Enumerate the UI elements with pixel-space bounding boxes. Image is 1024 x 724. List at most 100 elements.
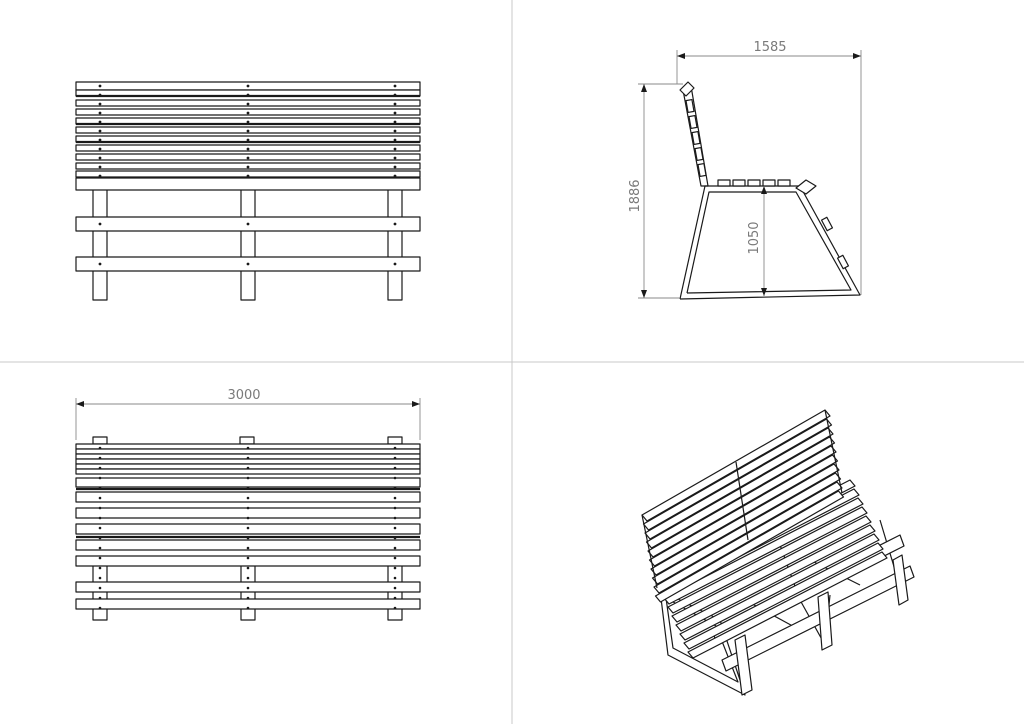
dim-seat-height-label: 1050: [747, 221, 762, 254]
front-screw-dot: [98, 111, 102, 115]
top-screw-dot: [393, 526, 397, 530]
top-screw-dot: [246, 556, 250, 560]
iso-seat-slat: [671, 515, 872, 623]
front-leg-left: [92, 185, 108, 301]
front-screw-dot: [246, 111, 250, 115]
front-screw-dot: [393, 93, 397, 97]
top-screw-dot: [393, 546, 397, 550]
front-screw-dot: [246, 120, 250, 124]
side-backrest-slat: [685, 98, 695, 114]
front-screw-dot: [393, 111, 397, 115]
top-screw-dot: [246, 506, 250, 510]
top-screw-dot: [246, 516, 250, 520]
top-screw-dot: [393, 476, 397, 480]
iso-rail-lower: [721, 565, 915, 672]
iso-seat-slat: [683, 542, 884, 650]
side-frame-inner: [686, 191, 852, 294]
top-screw-dot: [246, 566, 250, 570]
top-screw-dot: [393, 606, 397, 610]
iso-seat-slat: [679, 533, 880, 641]
top-screw-dot: [246, 536, 250, 540]
front-screw-dot: [98, 156, 102, 160]
iso-seat-slat: [675, 524, 876, 632]
isometric-view: [641, 409, 915, 696]
top-view: 3000: [75, 388, 421, 621]
top-screw-dot: [393, 516, 397, 520]
front-seat-board: [75, 177, 421, 191]
iso-backrest-slat: [654, 490, 845, 603]
top-cap-left: [92, 436, 108, 445]
top-slat: [75, 458, 421, 465]
top-screw-dot: [246, 526, 250, 530]
top-cap-middle: [239, 436, 255, 445]
front-screw-dot: [393, 174, 397, 178]
iso-backrest-mid-post: [735, 461, 749, 541]
top-screw-dot: [98, 456, 102, 460]
iso-backrest-right-edge: [824, 409, 843, 494]
top-cap-right: [387, 436, 403, 445]
front-screw-dot: [98, 84, 102, 88]
top-screw-dot: [98, 496, 102, 500]
front-screw-dot: [98, 147, 102, 151]
front-screw-dot: [98, 174, 102, 178]
dim-length-label: 1585: [753, 40, 786, 55]
top-screw-dot: [246, 576, 250, 580]
iso-leg-front-middle: [817, 591, 833, 651]
top-slat: [75, 539, 421, 551]
top-screw-dot: [393, 596, 397, 600]
dim-height-label: 1886: [628, 179, 643, 212]
top-screw-dot: [246, 486, 250, 490]
front-screw-dot: [98, 120, 102, 124]
top-screw-dot: [393, 506, 397, 510]
front-screw-dot: [393, 84, 397, 88]
front-screw-dot: [246, 156, 250, 160]
top-screw-dot: [246, 446, 250, 450]
top-slat: [75, 448, 421, 455]
top-screw-dot: [98, 536, 102, 540]
top-slat: [75, 555, 421, 567]
top-screw-dot: [98, 556, 102, 560]
side-seat-slat: [777, 179, 791, 187]
top-screw-dot: [98, 506, 102, 510]
top-screw-dot: [98, 576, 102, 580]
front-screw-dot: [98, 102, 102, 106]
front-screw-dots: [98, 84, 397, 266]
front-screw-dot: [246, 129, 250, 133]
top-screw-dot: [393, 576, 397, 580]
front-screw-dot: [246, 84, 250, 88]
top-screw-dot: [393, 496, 397, 500]
top-screw-dot: [98, 466, 102, 470]
front-screw-dot: [393, 102, 397, 106]
top-screw-dot: [393, 466, 397, 470]
top-screw-dot: [393, 446, 397, 450]
top-screw-dots: [98, 446, 397, 610]
front-screw-dot: [393, 120, 397, 124]
front-screw-dot: [246, 102, 250, 106]
front-screw-dot: [98, 93, 102, 97]
side-rail-block-2: [836, 254, 850, 270]
top-screw-dot: [98, 486, 102, 490]
top-screw-dot: [393, 556, 397, 560]
dim-width-label: 3000: [227, 388, 260, 403]
top-screw-dot: [246, 586, 250, 590]
iso-seat-slat: [663, 497, 864, 605]
front-screw-dot: [393, 129, 397, 133]
side-seat-slat: [747, 179, 761, 187]
top-slat: [75, 477, 421, 488]
front-view: [75, 81, 421, 301]
front-screw-dot: [393, 165, 397, 169]
side-backrest-slat: [697, 162, 707, 178]
front-screw-dot: [246, 165, 250, 169]
side-seat-slat: [717, 179, 731, 187]
side-seat-slats: [717, 179, 791, 187]
side-seat-slat: [762, 179, 776, 187]
top-screw-dot: [393, 486, 397, 490]
top-screw-dot: [393, 586, 397, 590]
side-backrest-slat: [688, 114, 698, 130]
front-screw-dot: [98, 138, 102, 142]
front-screw-dot: [98, 165, 102, 169]
front-screw-dot: [393, 138, 397, 142]
top-screw-dot: [246, 496, 250, 500]
top-screw-dot: [393, 536, 397, 540]
